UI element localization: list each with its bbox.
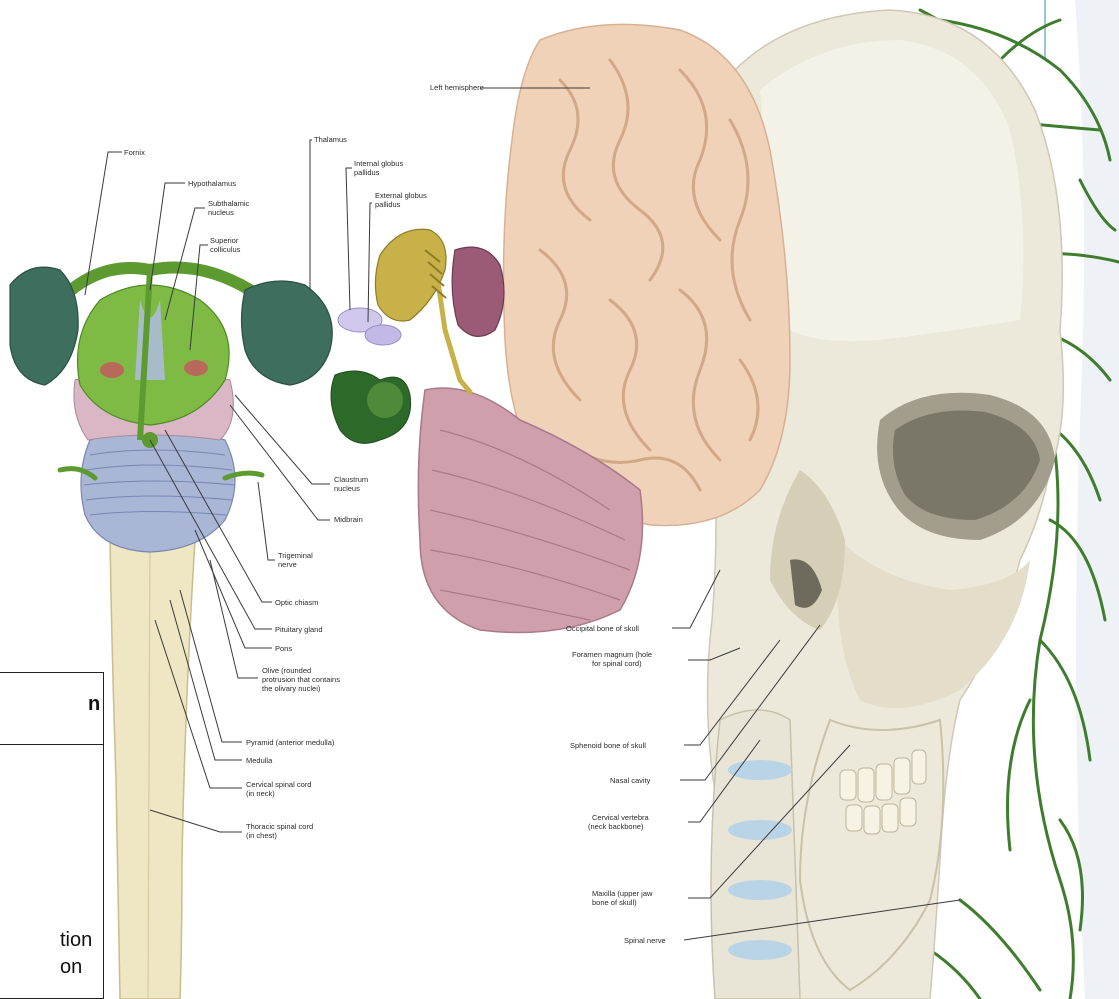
label-claustrum-2: nucleus [334, 484, 360, 493]
label-thalamus: Thalamus [314, 135, 347, 144]
leader-internal-gp [346, 168, 352, 310]
legend-header-row: n [0, 673, 103, 745]
legend-text-line-1: tion [60, 929, 92, 952]
label-medulla: Medulla [246, 756, 273, 765]
label-cervical-cord-2: (in neck) [246, 789, 275, 798]
label-hypothalamus: Hypothalamus [188, 179, 236, 188]
label-nasal: Nasal cavity [610, 776, 651, 785]
label-external-gp-1: External globus [375, 191, 427, 200]
legend-table: n tion on [0, 672, 104, 999]
label-pons: Pons [275, 644, 292, 653]
label-left-hemisphere: Left hemisphere [430, 83, 484, 92]
label-claustrum-1: Claustrum [334, 475, 368, 484]
label-internal-gp-2: pallidus [354, 168, 380, 177]
label-olive-1: Olive (rounded [262, 666, 311, 675]
label-spinal-nerve: Spinal nerve [624, 936, 666, 945]
leader-midbrain [230, 405, 330, 520]
label-subthalamic-1: Subthalamic [208, 199, 250, 208]
label-external-gp-2: pallidus [375, 200, 401, 209]
label-olive-2: protrusion that contains [262, 675, 340, 684]
leader-pons [195, 530, 272, 648]
label-pituitary: Pituitary gland [275, 625, 323, 634]
label-midbrain: Midbrain [334, 515, 363, 524]
label-cervical-cord-1: Cervical spinal cord [246, 780, 311, 789]
legend-text-line-2: on [60, 956, 82, 979]
label-fornix: Fornix [124, 148, 145, 157]
label-superior-colliculus-1: Superior [210, 236, 239, 245]
label-pyramid: Pyramid (anterior medulla) [246, 738, 335, 747]
label-cervical-vert-1: Cervical vertebra [592, 813, 650, 822]
label-thoracic-cord-1: Thoracic spinal cord [246, 822, 313, 831]
label-thoracic-cord-2: (in chest) [246, 831, 277, 840]
leader-olive [210, 560, 258, 678]
label-foramen-2: for spinal cord) [592, 659, 642, 668]
label-superior-colliculus-2: colliculus [210, 245, 241, 254]
label-maxilla-1: Maxilla (upper jaw [592, 889, 653, 898]
leader-thalamus [310, 140, 312, 290]
label-trigeminal-2: nerve [278, 560, 297, 569]
label-olive-3: the olivary nuclei) [262, 684, 321, 693]
label-optic-chiasm: Optic chiasm [275, 598, 318, 607]
label-trigeminal-1: Trigeminal [278, 551, 313, 560]
leader-trigeminal [258, 482, 275, 560]
label-occipital: Occipital bone of skull [566, 624, 639, 633]
label-sphenoid: Sphenoid bone of skull [570, 741, 646, 750]
label-maxilla-2: bone of skull) [592, 898, 637, 907]
label-cervical-vert-2: (neck backbone) [588, 822, 644, 831]
label-foramen-1: Foramen magnum (hole [572, 650, 652, 659]
label-subthalamic-2: nucleus [208, 208, 234, 217]
label-internal-gp-1: Internal globus [354, 159, 403, 168]
legend-header-text: n [88, 693, 100, 716]
leader-external-gp [368, 203, 372, 322]
